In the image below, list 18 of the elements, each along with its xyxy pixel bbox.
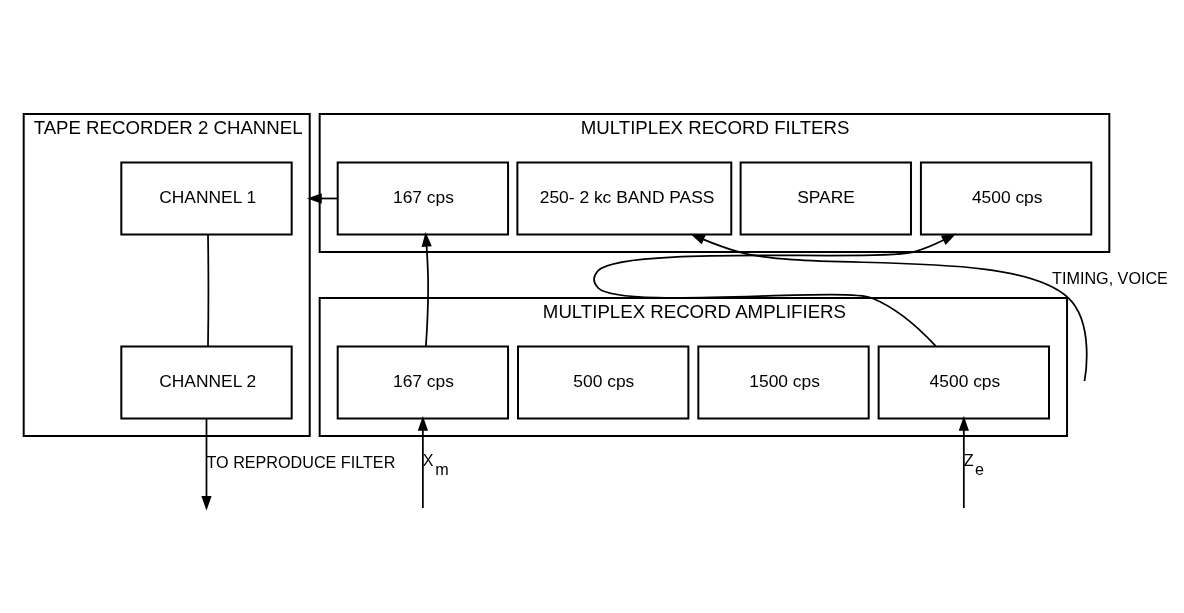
- arrow: [593, 233, 957, 347]
- arrow: [201, 417, 212, 511]
- arrow: [417, 416, 428, 509]
- edge-label: TIMING, VOICE: [1052, 268, 1168, 287]
- connector: [207, 233, 210, 348]
- edge-label: TO REPRODUCE FILTER: [206, 452, 396, 471]
- arrow: [421, 232, 432, 348]
- node-box: SPARE: [739, 161, 912, 236]
- node-box: CHANNEL 1: [120, 161, 293, 236]
- node-box: 4500 cps: [919, 161, 1093, 236]
- arrow: [690, 233, 1088, 382]
- node-box: 500 cps: [517, 345, 690, 420]
- node-box: 167 cps: [336, 161, 510, 236]
- node-box: 167 cps: [336, 345, 510, 420]
- node-box: CHANNEL 2: [120, 345, 293, 420]
- node-box: 1500 cps: [697, 345, 870, 420]
- node-box: 250- 2 kc BAND PASS: [516, 161, 733, 236]
- node-box: 4500 cps: [877, 345, 1050, 420]
